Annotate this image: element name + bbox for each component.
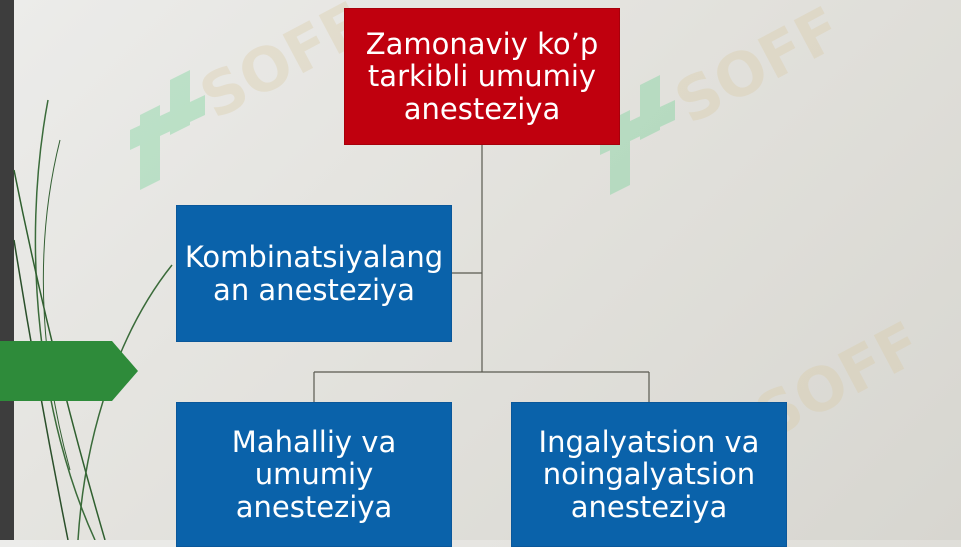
diagram-root-node: Zamonaviy ko’p tarkibli umumiy anesteziy… <box>344 8 620 145</box>
child-node-1-label: Mahalliy va umumiy anesteziya <box>231 424 397 524</box>
child-node-2-label: Ingalyatsion va noingalyatsion anesteziy… <box>538 424 760 524</box>
left-accent-bar <box>0 0 14 540</box>
root-node-label: Zamonaviy ko’p tarkibli umumiy anesteziy… <box>365 26 599 126</box>
decorative-curve-1 <box>34 99 96 540</box>
diagram-child-node-1: Mahalliy va umumiy anesteziya <box>176 402 452 547</box>
watermark-logo-icon <box>130 70 205 190</box>
diagram-child-node-2: Ingalyatsion va noingalyatsion anesteziy… <box>511 402 787 547</box>
decorative-curve-5 <box>42 139 71 471</box>
green-arrow-icon <box>0 341 138 401</box>
diagram-assistant-node: Kombinatsiyalang an anesteziya <box>176 205 452 342</box>
assistant-node-label: Kombinatsiyalang an anesteziya <box>184 240 444 307</box>
